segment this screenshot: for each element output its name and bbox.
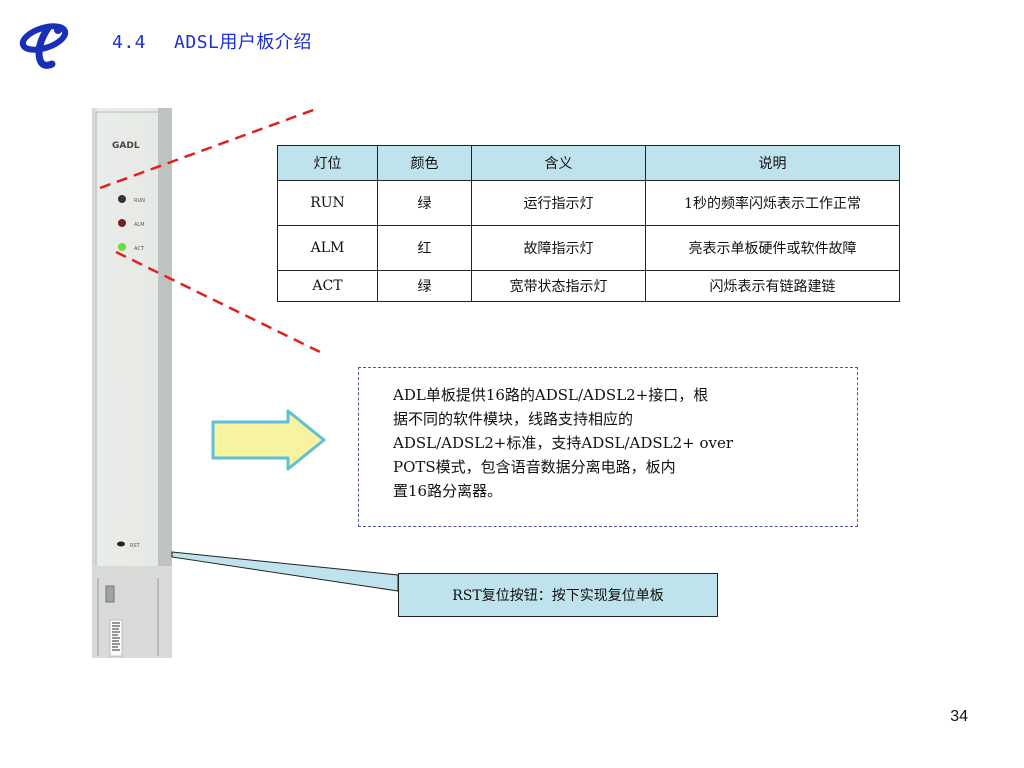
rst-button[interactable]: [117, 541, 125, 547]
description-line: ADSL/ADSL2+标准，支持ADSL/ADSL2+ over: [393, 434, 734, 452]
run-led-label: RUN: [134, 198, 145, 204]
run-led: [118, 195, 126, 203]
table-cell: 故障指示灯: [471, 225, 646, 271]
table-cell: 红: [377, 225, 472, 271]
table-cell: ALM: [277, 225, 378, 271]
table-cell: 运行指示灯: [471, 180, 646, 226]
description-box: [358, 367, 858, 527]
table-row: ALM 红 故障指示灯 亮表示单板硬件或软件故障: [277, 225, 900, 271]
table-cell: 宽带状态指示灯: [471, 270, 646, 302]
table-header-row: 灯位 颜色 含义 说明: [277, 145, 900, 181]
header-led-position: 灯位: [277, 145, 378, 181]
company-logo-icon: [19, 23, 69, 69]
rst-callout-text: RST复位按钮：按下实现复位单板: [452, 588, 664, 604]
table-row: ACT 绿 宽带状态指示灯 闪烁表示有链路建链: [277, 270, 900, 302]
board-model-label: GADL: [112, 141, 140, 151]
page-number: 34: [950, 708, 968, 725]
rst-callout-pointer: [171, 551, 399, 592]
description-line: 据不同的软件模块，线路支持相应的: [393, 410, 634, 428]
table-cell: 闪烁表示有链路建链: [645, 270, 900, 302]
table-cell: 1秒的频率闪烁表示工作正常: [645, 180, 900, 226]
description-line: POTS模式，包含语音数据分离电路，板内: [393, 458, 676, 476]
header-meaning: 含义: [471, 145, 646, 181]
table-cell: ACT: [277, 270, 378, 302]
act-led-label: ACT: [134, 246, 145, 252]
rst-button-label: RST: [130, 543, 141, 549]
slide-title: 4.4 ADSL用户板介绍: [112, 28, 312, 54]
header-description: 说明: [645, 145, 900, 181]
table-cell: 绿: [377, 270, 472, 302]
section-number: 4.4: [112, 32, 147, 53]
table-cell: RUN: [277, 180, 378, 226]
table-cell: 绿: [377, 180, 472, 226]
description-text: ADL单板提供16路的ADSL/ADSL2+接口，根 据不同的软件模块，线路支持…: [393, 383, 833, 503]
right-arrow-icon: [211, 409, 326, 471]
description-line: ADL单板提供16路的ADSL/ADSL2+接口，根: [393, 386, 709, 404]
alm-led: [118, 219, 126, 227]
rst-callout: RST复位按钮：按下实现复位单板: [398, 573, 718, 617]
table-row: RUN 绿 运行指示灯 1秒的频率闪烁表示工作正常: [277, 180, 900, 226]
section-title: ADSL用户板介绍: [174, 32, 312, 53]
alm-led-label: ALM: [134, 222, 145, 228]
led-status-table: 灯位 颜色 含义 说明 RUN 绿 运行指示灯 1秒的频率闪烁表示工作正常 AL…: [277, 145, 900, 302]
table-cell: 亮表示单板硬件或软件故障: [645, 225, 900, 271]
adsl-board-image: GADL RUN ALM ACT RST: [92, 108, 172, 658]
description-line: 置16路分离器。: [393, 482, 503, 500]
act-led: [118, 243, 126, 251]
header-color: 颜色: [377, 145, 472, 181]
